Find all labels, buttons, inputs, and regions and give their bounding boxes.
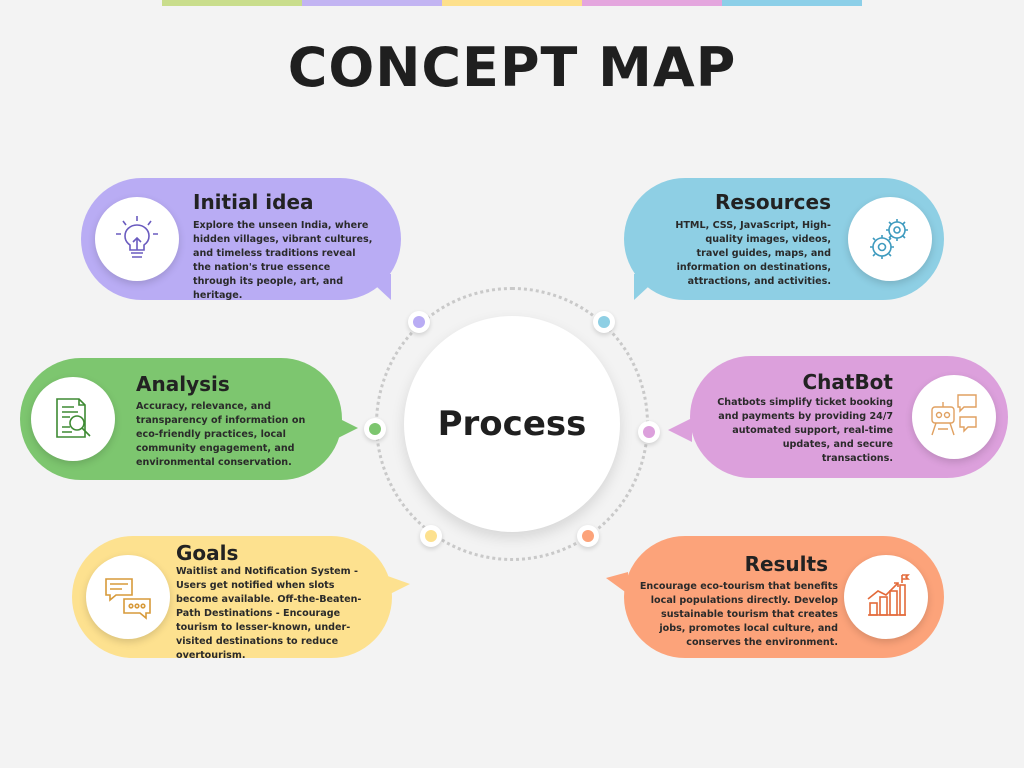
ring-dot-results xyxy=(577,525,599,547)
top-color-bar xyxy=(162,0,862,6)
color-bar-segment xyxy=(722,0,862,6)
page-title: CONCEPT MAP xyxy=(287,36,737,99)
node-analysis: Analysis Accuracy, relevance, and transp… xyxy=(20,358,358,480)
node-title: Results xyxy=(744,552,828,576)
lightbulb-icon xyxy=(95,197,179,281)
node-title: Analysis xyxy=(136,372,230,396)
callout-tail xyxy=(606,572,628,594)
node-chatbot: ChatBot Chatbots simplify ticket booking… xyxy=(668,356,1008,478)
chat-bubbles-icon xyxy=(86,555,170,639)
callout-tail xyxy=(382,574,410,598)
document-search-icon xyxy=(31,377,115,461)
gears-icon xyxy=(848,197,932,281)
node-title: Initial idea xyxy=(193,190,314,214)
growth-chart-icon xyxy=(844,555,928,639)
process-circle: Process xyxy=(404,316,620,532)
ring-dot-analysis xyxy=(364,418,386,440)
node-body: Accuracy, relevance, and transparency of… xyxy=(136,401,306,468)
ring-dot-resources xyxy=(593,311,615,333)
node-resources: Resources HTML, CSS, JavaScript, High-qu… xyxy=(624,178,944,300)
color-bar-segment xyxy=(582,0,722,6)
process-label: Process xyxy=(437,404,587,444)
callout-tail xyxy=(634,274,662,300)
node-title: Goals xyxy=(176,541,239,565)
callout-tail xyxy=(668,418,692,442)
ring-dot-goals xyxy=(420,525,442,547)
node-body: Waitlist and Notification System - Users… xyxy=(176,566,362,661)
callout-tail xyxy=(363,274,391,300)
node-body: Explore the unseen India, where hidden v… xyxy=(193,220,373,301)
node-title: Resources xyxy=(714,190,831,214)
callout-tail xyxy=(334,416,358,440)
color-bar-segment xyxy=(302,0,442,6)
ring-dot-initial-idea xyxy=(408,311,430,333)
node-body: Chatbots simplify ticket booking and pay… xyxy=(717,397,893,464)
ring-dot-chatbot xyxy=(638,421,660,443)
node-title: ChatBot xyxy=(802,370,893,394)
color-bar-segment xyxy=(442,0,582,6)
robot-chat-icon xyxy=(912,375,996,459)
node-results: Results Encourage eco-tourism that benef… xyxy=(606,536,944,658)
node-goals: Goals Waitlist and Notification System -… xyxy=(72,536,410,661)
node-initial-idea: Initial idea Explore the unseen India, w… xyxy=(81,178,401,301)
node-body: Encourage eco-tourism that benefits loca… xyxy=(639,581,838,648)
node-body: HTML, CSS, JavaScript, High-quality imag… xyxy=(675,220,831,287)
color-bar-segment xyxy=(162,0,302,6)
